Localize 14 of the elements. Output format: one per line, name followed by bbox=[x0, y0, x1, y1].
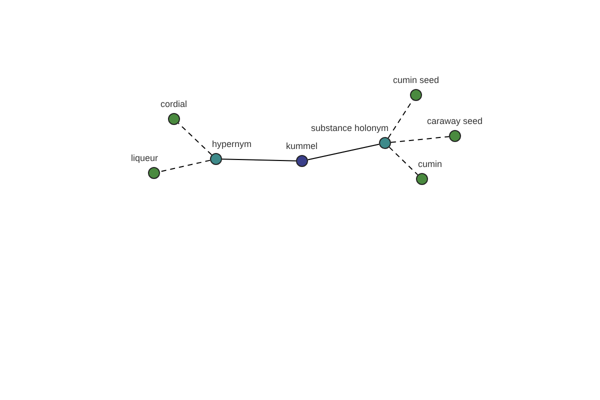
node-label: hypernym bbox=[212, 139, 252, 150]
node-label: kummel bbox=[286, 141, 318, 152]
dashed-link bbox=[159, 160, 211, 172]
node-label: cordial bbox=[160, 99, 188, 110]
node-label: cumin bbox=[418, 159, 442, 170]
link-line bbox=[222, 158, 296, 162]
dashed-link bbox=[390, 136, 450, 143]
node-label: liqueur bbox=[131, 153, 158, 164]
dashed-link bbox=[388, 146, 418, 176]
link-line bbox=[307, 144, 380, 160]
node-label: substance holonym bbox=[311, 123, 389, 134]
node-label: cumin seed bbox=[393, 75, 440, 86]
dashed-link bbox=[178, 122, 212, 156]
node-label: caraway seed bbox=[427, 116, 483, 127]
